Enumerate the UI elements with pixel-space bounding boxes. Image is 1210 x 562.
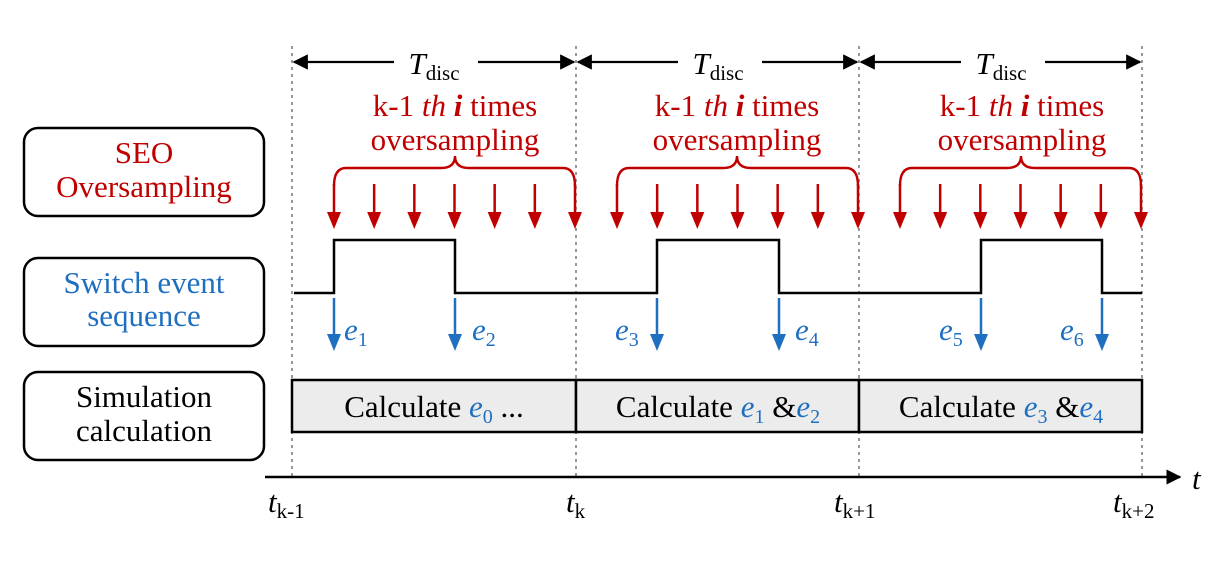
oversampling-arrows xyxy=(327,184,1148,229)
svg-text:oversampling: oversampling xyxy=(938,122,1107,157)
oversampling-arrow xyxy=(1093,184,1108,229)
oversampling-arrow xyxy=(770,184,785,229)
brace xyxy=(615,155,860,187)
row-label-switch-line1: Switch event xyxy=(64,265,225,300)
row-label-seo-line1: SEO xyxy=(115,135,174,170)
event-label-e2: e2 xyxy=(472,312,496,351)
oversampling-arrow xyxy=(527,184,542,229)
oversampling-arrow xyxy=(730,184,745,229)
event-label-e5: e5 xyxy=(939,312,963,351)
oversampling-arrow xyxy=(367,184,382,229)
calculation-label-1: Calculate e0 ... xyxy=(344,389,524,428)
event-label-e3: e3 xyxy=(615,312,639,351)
calculation-cell xyxy=(574,378,861,434)
oversampling-label: k-1 th i times oversampling xyxy=(371,88,540,157)
oversampling-arrow xyxy=(327,184,341,229)
oversampling-label: k-1 th i times oversampling xyxy=(938,88,1107,157)
row-label-simulation: Simulation calculation xyxy=(22,370,266,462)
period-label: Tdisc xyxy=(692,46,743,85)
event-label-e1: e1 xyxy=(344,312,368,351)
svg-text:k-1 th i times: k-1 th i times xyxy=(373,88,538,123)
row-label-switch: Switch event sequence xyxy=(22,256,266,348)
oversampling-arrow xyxy=(933,184,948,229)
event-arrow xyxy=(448,298,462,351)
calculation-label-3: Calculate e3 &e4 xyxy=(899,389,1103,428)
brace xyxy=(898,155,1143,187)
period-labels: Tdisc Tdisc Tdisc xyxy=(408,46,1026,85)
oversampling-arrow xyxy=(851,184,865,229)
oversampling-arrow xyxy=(407,184,422,229)
tick-label-tk+2: tk+2 xyxy=(1113,484,1154,523)
oversampling-arrow xyxy=(893,184,907,229)
event-labels: e1 e2 e3 e4 e5 e6 xyxy=(344,312,1084,351)
svg-text:oversampling: oversampling xyxy=(653,122,822,157)
oversampling-arrow xyxy=(650,184,665,229)
row-label-simulation-line1: Simulation xyxy=(76,379,213,414)
oversampling-arrow xyxy=(973,184,988,229)
event-label-e6: e6 xyxy=(1060,312,1084,351)
time-ticks: tk-1 tk tk+1 tk+2 xyxy=(268,484,1154,523)
row-label-seo-line2: Oversampling xyxy=(56,169,232,204)
event-label-e4: e4 xyxy=(795,312,819,351)
calculation-bar: Calculate e0 ... Calculate e1 &e2 Calcul… xyxy=(290,378,1144,434)
event-arrow xyxy=(1095,298,1109,351)
svg-text:oversampling: oversampling xyxy=(371,122,540,157)
brace xyxy=(332,155,577,187)
oversampling-arrow xyxy=(610,184,624,229)
oversampling-arrow xyxy=(447,184,462,229)
period-label: Tdisc xyxy=(975,46,1026,85)
tick-label-tk+1: tk+1 xyxy=(834,484,875,523)
event-arrow xyxy=(650,298,664,351)
oversampling-arrow xyxy=(810,184,825,229)
time-axis-label: t xyxy=(1192,461,1202,496)
tick-label-tk-1: tk-1 xyxy=(268,484,305,523)
oversampling-arrow xyxy=(568,184,582,229)
event-arrow xyxy=(974,298,988,351)
period-label: Tdisc xyxy=(408,46,459,85)
switch-waveform xyxy=(294,238,1142,295)
svg-text:k-1 th i times: k-1 th i times xyxy=(940,88,1105,123)
row-label-simulation-line2: calculation xyxy=(76,413,212,448)
oversampling-arrow xyxy=(1134,184,1148,229)
oversampling-braces xyxy=(332,155,1143,187)
event-arrows xyxy=(327,298,1109,351)
oversampling-labels: k-1 th i times oversampling k-1 th i tim… xyxy=(371,88,1107,157)
calculation-cell xyxy=(857,378,1144,434)
time-guides xyxy=(291,46,1143,480)
oversampling-arrow xyxy=(487,184,502,229)
svg-text:k-1 th i times: k-1 th i times xyxy=(655,88,820,123)
row-label-switch-line2: sequence xyxy=(87,298,201,333)
oversampling-arrow xyxy=(690,184,705,229)
event-arrow xyxy=(772,298,786,351)
oversampling-arrow xyxy=(1013,184,1028,229)
row-label-seo: SEO Oversampling xyxy=(22,126,266,218)
tick-label-tk: tk xyxy=(566,484,586,523)
oversampling-label: k-1 th i times oversampling xyxy=(653,88,822,157)
calculation-label-2: Calculate e1 &e2 xyxy=(616,389,820,428)
oversampling-arrow xyxy=(1053,184,1068,229)
event-arrow xyxy=(327,298,341,351)
